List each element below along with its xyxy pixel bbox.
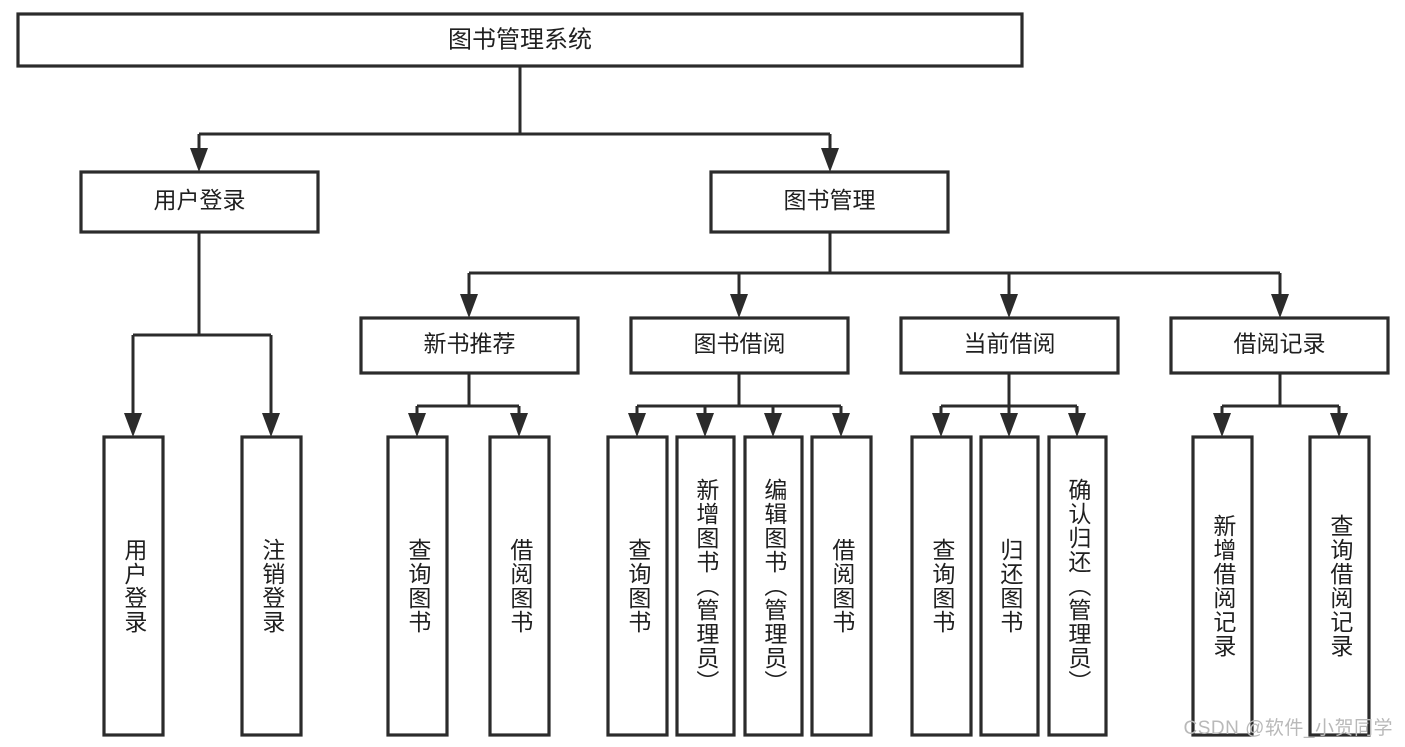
arrow-head-leaf-add-record: [1213, 413, 1231, 437]
node-leaf-query-book-1[interactable]: [386, 435, 449, 737]
arrow-head-leaf-return-book: [1000, 413, 1018, 437]
node-leaf-user-login[interactable]: [102, 435, 165, 737]
node-book-management[interactable]: [709, 170, 950, 234]
node-leaf-logout[interactable]: [240, 435, 303, 737]
arrow-head-book-borrow: [730, 294, 748, 318]
node-leaf-confirm-return[interactable]: [1047, 435, 1108, 737]
arrow-head-leaf-borrow-book-1: [510, 413, 528, 437]
arrow-head-leaf-query-book-2: [628, 413, 646, 437]
node-leaf-return-book[interactable]: [979, 435, 1040, 737]
connector-group: [124, 66, 1348, 437]
node-user-login-label: 用户登录: [154, 187, 246, 213]
arrow-head-borrow-record: [1271, 294, 1289, 318]
node-user-login[interactable]: [79, 170, 320, 234]
arrow-head-leaf-edit-book: [764, 413, 782, 437]
arrow-head-leaf-query-record: [1330, 413, 1348, 437]
arrow-head-user-login: [190, 148, 208, 172]
arrow-head-leaf-confirm-return: [1068, 413, 1086, 437]
arrow-head-book-mgmt: [821, 148, 839, 172]
node-group: 图书管理系统 用户登录 图书管理 新书推荐 图书借阅 当前借阅 借阅记录: [16, 12, 1390, 737]
node-leaf-borrow-book-2[interactable]: [810, 435, 873, 737]
arrow-head-leaf-user-login: [124, 413, 142, 437]
node-root[interactable]: [16, 12, 1024, 68]
arrow-head-leaf-borrow-book-2: [832, 413, 850, 437]
node-leaf-edit-book[interactable]: [743, 435, 804, 737]
node-leaf-query-book-2[interactable]: [606, 435, 669, 737]
arrow-head-leaf-logout: [262, 413, 280, 437]
node-book-management-label: 图书管理: [784, 187, 876, 213]
arrow-head-leaf-add-book: [696, 413, 714, 437]
node-borrow-record[interactable]: [1169, 316, 1390, 375]
node-new-book-recommend-label: 新书推荐: [424, 331, 516, 357]
node-leaf-query-book-3[interactable]: [910, 435, 973, 737]
node-leaf-query-borrow-record[interactable]: [1308, 435, 1371, 737]
node-root-label: 图书管理系统: [448, 26, 592, 53]
node-current-borrow[interactable]: [899, 316, 1120, 375]
node-current-borrow-label: 当前借阅: [964, 331, 1056, 357]
node-leaf-add-borrow-record[interactable]: [1191, 435, 1254, 737]
arrow-head-leaf-query-book-3: [932, 413, 950, 437]
node-book-borrow-label: 图书借阅: [694, 331, 786, 357]
arrow-head-leaf-query-book-1: [408, 413, 426, 437]
node-leaf-add-book[interactable]: [675, 435, 736, 737]
node-borrow-record-label: 借阅记录: [1234, 331, 1326, 357]
node-new-book-recommend[interactable]: [359, 316, 580, 375]
node-leaf-borrow-book-1[interactable]: [488, 435, 551, 737]
arrow-head-new-book: [460, 294, 478, 318]
node-book-borrow[interactable]: [629, 316, 850, 375]
arrow-head-current-borrow: [1000, 294, 1018, 318]
